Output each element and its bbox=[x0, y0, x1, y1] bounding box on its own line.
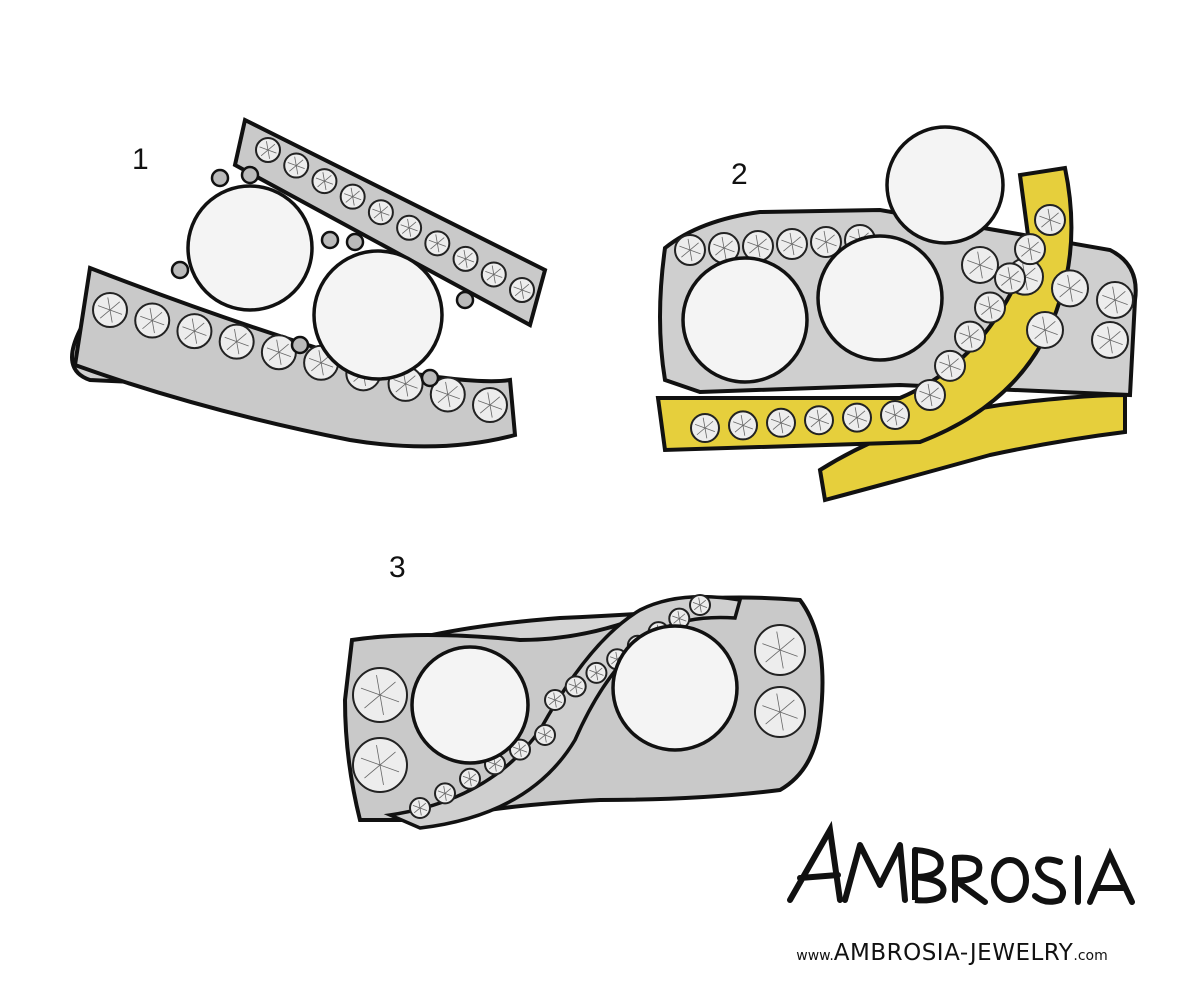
facet-line bbox=[1034, 321, 1056, 339]
facet-line bbox=[488, 759, 502, 770]
sketch-number-2: 2 bbox=[731, 158, 748, 191]
facet-line bbox=[715, 240, 733, 256]
facet-line bbox=[99, 301, 121, 319]
ring-sketch-3 bbox=[342, 594, 825, 830]
facet-line bbox=[765, 637, 795, 663]
facet-line bbox=[413, 802, 427, 814]
facet-line bbox=[479, 396, 501, 414]
prong bbox=[320, 230, 340, 250]
center-stone-left bbox=[410, 645, 530, 765]
facet-line bbox=[810, 413, 828, 428]
center-stone-top bbox=[885, 125, 1005, 245]
url-main: AMBROSIA-JEWELRY bbox=[833, 940, 1074, 966]
facet-line bbox=[961, 329, 979, 345]
facet-line bbox=[673, 613, 686, 624]
facet-line bbox=[226, 333, 247, 351]
sketch-number-1: 1 bbox=[132, 143, 149, 176]
facet-line bbox=[364, 681, 396, 709]
prong bbox=[455, 290, 475, 310]
facet-line bbox=[513, 744, 527, 755]
facet-line bbox=[749, 238, 767, 254]
facet-line bbox=[590, 667, 603, 678]
facet-line bbox=[783, 236, 801, 252]
facet-line bbox=[260, 143, 276, 157]
facet-line bbox=[693, 599, 707, 611]
facet-line bbox=[1001, 270, 1019, 286]
facet-line bbox=[184, 322, 205, 340]
facet-line bbox=[569, 681, 582, 692]
facet-line bbox=[548, 694, 562, 706]
center-stone-left bbox=[681, 256, 809, 384]
facet-line bbox=[486, 268, 501, 281]
facet-line bbox=[401, 221, 417, 234]
facet-line bbox=[921, 387, 939, 403]
prong bbox=[345, 232, 365, 252]
sketch-number-3: 3 bbox=[389, 551, 406, 584]
prong bbox=[420, 368, 440, 388]
prong bbox=[210, 168, 230, 188]
facet-line bbox=[681, 242, 699, 258]
facet-line bbox=[1099, 331, 1121, 349]
facet-line bbox=[848, 410, 866, 425]
facet-line bbox=[772, 415, 790, 430]
facet-line bbox=[430, 237, 445, 250]
center-stone-right bbox=[312, 249, 444, 381]
upper-band bbox=[232, 117, 548, 328]
facet-line bbox=[969, 256, 991, 274]
ring-sketch-1 bbox=[70, 117, 548, 449]
facet-line bbox=[268, 343, 289, 361]
facet-line bbox=[373, 206, 389, 219]
facet-line bbox=[514, 283, 530, 297]
facet-line bbox=[463, 773, 477, 784]
facet-line bbox=[734, 418, 752, 433]
facet-line bbox=[458, 252, 473, 265]
facet-line bbox=[289, 159, 304, 172]
facet-line bbox=[1059, 279, 1081, 298]
facet-line bbox=[1041, 212, 1059, 228]
facet-line bbox=[941, 358, 959, 374]
facet-line bbox=[311, 354, 332, 372]
url-prefix: www. bbox=[796, 948, 834, 964]
facet-line bbox=[765, 699, 795, 725]
facet-line bbox=[395, 375, 416, 393]
center-stone-middle bbox=[816, 234, 944, 362]
facet-line bbox=[696, 420, 714, 436]
prong bbox=[240, 165, 260, 185]
facet-line bbox=[981, 299, 999, 316]
facet-line bbox=[317, 175, 332, 188]
url-suffix: .com bbox=[1073, 948, 1108, 964]
center-stone-left bbox=[186, 184, 314, 312]
facet-line bbox=[817, 234, 835, 250]
website-url: www.AMBROSIA-JEWELRY.com bbox=[782, 940, 1122, 966]
facet-line bbox=[1021, 241, 1039, 257]
facet-line bbox=[142, 312, 163, 330]
facet-line bbox=[538, 729, 552, 741]
prong bbox=[170, 260, 190, 280]
prong bbox=[290, 335, 310, 355]
center-stone-right bbox=[611, 624, 739, 752]
facet-line bbox=[1104, 291, 1126, 309]
facet-line bbox=[438, 788, 452, 799]
facet-line bbox=[437, 385, 458, 403]
facet-line bbox=[364, 751, 396, 779]
ring-sketch-2 bbox=[655, 125, 1138, 503]
facet-line bbox=[886, 407, 904, 423]
facet-line bbox=[345, 190, 360, 203]
brand-logo bbox=[787, 820, 1135, 905]
